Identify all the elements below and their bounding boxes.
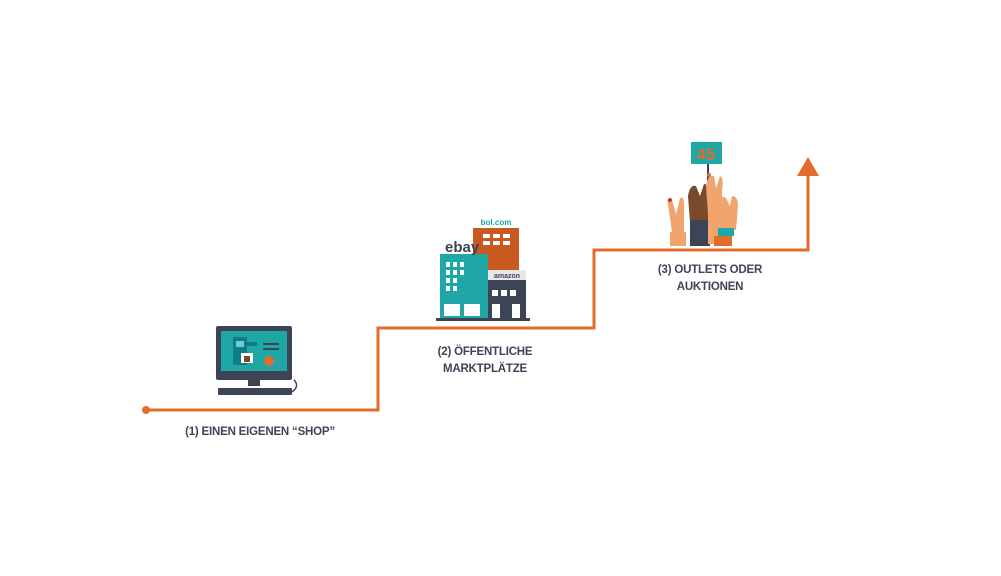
auction-hands-icon: 45	[667, 142, 738, 246]
step-2-label: (2) ÖFFENTLICHE MARKTPLÄTZE	[420, 344, 550, 378]
step-1-label: (1) EINEN EIGENEN “SHOP”	[160, 424, 360, 441]
arrow-up-icon	[797, 157, 819, 176]
auction-sign-number: 45	[697, 145, 716, 164]
marketplace-buildings-icon: bol.com ebay amazon	[436, 218, 530, 321]
step-3-title-line-1: (3) OUTLETS ODER	[657, 264, 763, 276]
step-2-title-line-2: MARKTPLÄTZE	[442, 363, 528, 375]
step-2-title-line-1: (2) ÖFFENTLICHE	[437, 346, 533, 358]
stair-line	[146, 172, 810, 412]
step-3-label: (3) OUTLETS ODER AUKTIONEN	[640, 262, 780, 296]
computer-icon	[216, 326, 298, 395]
add-to-cart-icon	[264, 356, 274, 366]
growth-path	[142, 157, 819, 414]
step-3-title-line-2: AUKTIONEN	[676, 281, 744, 293]
amazon-logo: amazon	[494, 273, 520, 280]
bol-logo: bol.com	[481, 218, 512, 227]
ebay-logo: ebay	[445, 239, 480, 256]
step-1-title: (1) EINEN EIGENEN “SHOP”	[185, 426, 335, 438]
